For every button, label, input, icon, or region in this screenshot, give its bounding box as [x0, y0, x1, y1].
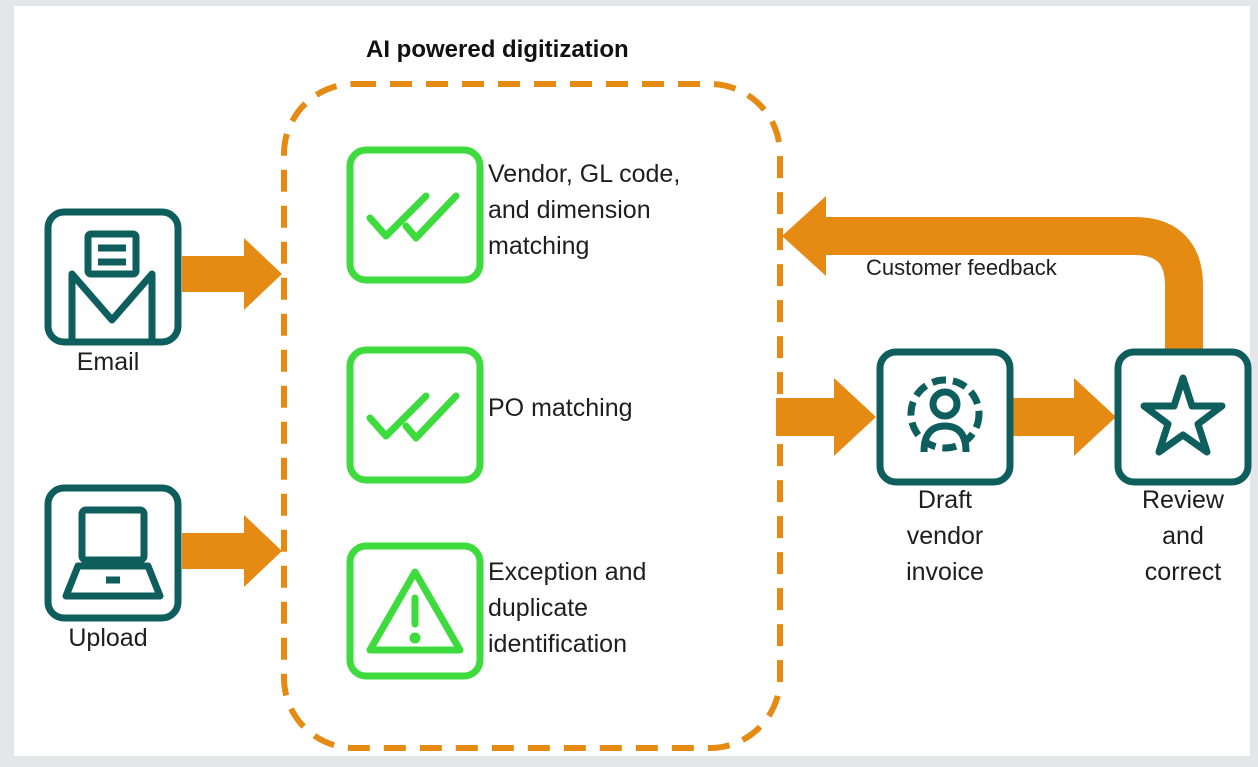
arrow-draft-to-review [1010, 378, 1116, 456]
diagram-canvas: AI powered digitization Email Upload Ven… [14, 6, 1252, 756]
star-icon [1114, 348, 1252, 486]
feedback-loop-arrow [782, 196, 1203, 354]
step-label-po-matching: PO matching [488, 394, 633, 422]
email-label: Email [76, 348, 140, 376]
gear-person-icon [876, 348, 1014, 486]
arrow-upload-to-container [182, 515, 282, 587]
email-icon [44, 208, 182, 346]
diagram-title: AI powered digitization [366, 36, 629, 63]
double-check-icon [346, 346, 484, 484]
draft-invoice-label: Draft vendor invoice [906, 486, 984, 586]
diagram-graphics [44, 81, 1252, 751]
arrow-container-to-draft [776, 378, 876, 456]
warning-triangle-icon [346, 542, 484, 680]
review-correct-label: Review and correct [1142, 486, 1224, 586]
step-label-exception: Exception and duplicate identification [488, 558, 647, 658]
step-label-vendor-matching: Vendor, GL code, and dimension matching [488, 160, 681, 260]
arrow-email-to-container [182, 238, 282, 310]
upload-label: Upload [68, 624, 148, 652]
double-check-icon [346, 146, 484, 284]
customer-feedback-label: Customer feedback [866, 255, 1057, 280]
laptop-icon [44, 484, 182, 622]
